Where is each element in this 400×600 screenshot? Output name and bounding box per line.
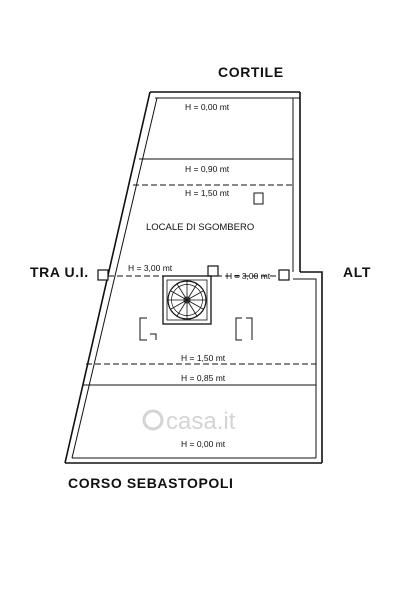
wall-right-lower-inner [293,278,317,458]
height-label-085: H = 0,85 mt [181,373,226,383]
height-label-top: H = 0,00 mt [185,102,230,112]
plan-lines [64,91,323,464]
column-marker-center [207,265,219,277]
spiral-staircase-icon [162,275,212,325]
watermark: casa.it [142,408,236,435]
bracket-right-b [246,317,253,340]
east-neighbor-label: ALT [343,264,371,280]
column-marker-left [97,269,109,281]
height-label-300-left: H = 3,00 mt [128,263,173,273]
window-marker [253,192,264,205]
watermark-logo-icon [142,409,164,431]
height-label-150-lower: H = 1,50 mt [181,353,226,363]
height-label-150-upper: H = 1,50 mt [185,188,230,198]
column-marker-right [278,269,290,281]
room-name-label: LOCALE DI SGOMBERO [146,222,254,233]
bracket-left [139,317,147,341]
west-neighbor-label: TRA U.I. [30,264,89,280]
height-label-bottom: H = 0,00 mt [181,439,226,449]
watermark-text: casa.it [166,408,236,435]
height-label-090: H = 0,90 mt [185,164,230,174]
height-label-300-right: H = 3,00 mt [226,271,271,281]
bracket-right [235,317,242,341]
bracket-left-b [150,333,157,340]
south-street-label: CORSO SEBASTOPOLI [68,475,234,491]
wall-left-inner [71,97,158,459]
wall-right-lower-outer [300,271,323,463]
north-street-label: CORTILE [218,64,284,80]
